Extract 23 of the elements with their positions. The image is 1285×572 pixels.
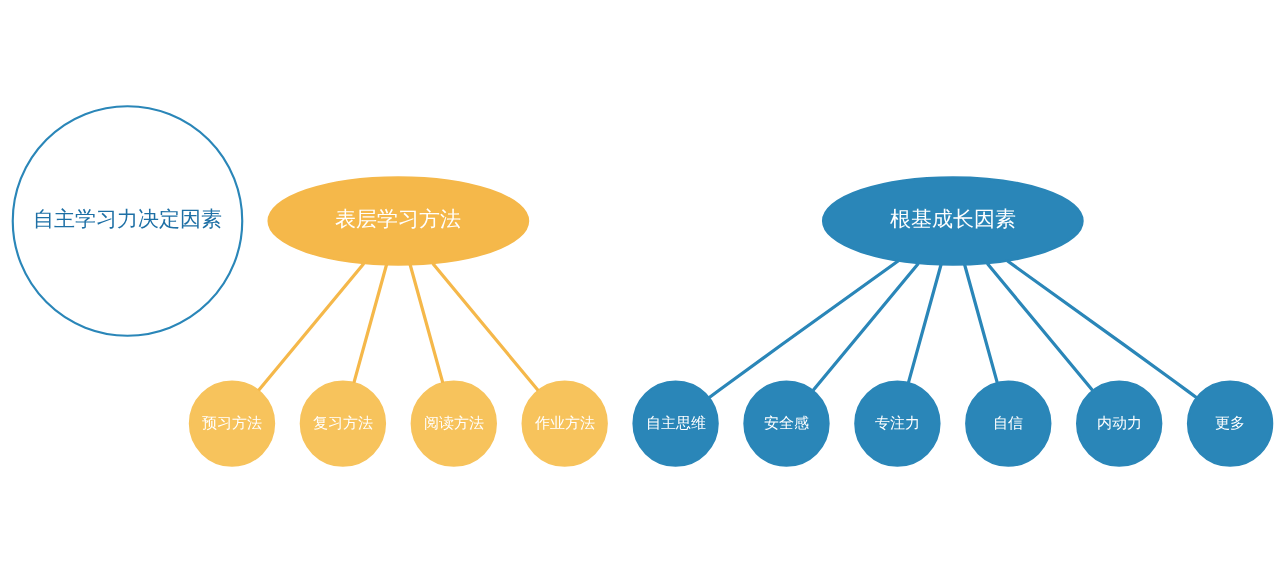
node-circle: 专注力	[854, 380, 941, 467]
node-ellipse: 表层学习方法	[267, 176, 530, 266]
connector	[986, 262, 1094, 392]
connector	[906, 264, 943, 384]
connector	[257, 262, 366, 392]
node-circle: 自信	[965, 380, 1052, 467]
node-circle: 复习方法	[299, 380, 387, 467]
node-circle: 自主学习力决定因素	[11, 105, 244, 337]
connector	[708, 259, 900, 399]
connector	[408, 264, 445, 384]
node-circle: 作业方法	[521, 380, 608, 467]
node-circle: 预习方法	[188, 380, 276, 467]
node-circle: 内动力	[1076, 380, 1163, 467]
node-circle: 更多	[1186, 380, 1274, 467]
connector	[1006, 259, 1198, 399]
node-circle: 阅读方法	[410, 380, 497, 467]
node-circle: 安全感	[743, 380, 830, 467]
node-circle: 自主思维	[632, 380, 719, 467]
connector	[431, 262, 540, 392]
connector	[811, 262, 920, 392]
node-ellipse: 根基成长因素	[821, 176, 1084, 266]
connector	[963, 264, 999, 384]
connector	[352, 264, 389, 384]
